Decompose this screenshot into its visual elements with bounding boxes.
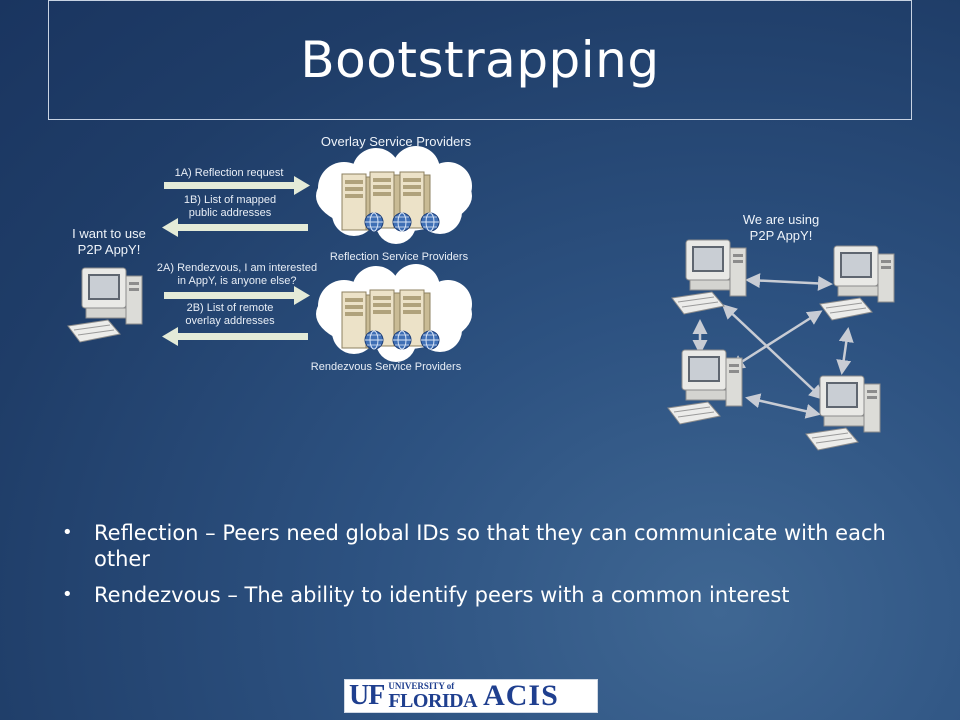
arrow-2b-label-1: 2B) List of remote <box>187 302 274 314</box>
logo-university-of: UNIVERSITY of <box>388 680 455 691</box>
bullet-text: Reflection – Peers need global IDs so th… <box>94 521 886 571</box>
bullet-icon: • <box>62 522 73 543</box>
logo-florida: FLORIDA <box>388 689 478 712</box>
overlay-label: Overlay Service Providers <box>321 134 472 149</box>
slide-title: Bootstrapping <box>300 31 660 89</box>
arrow-1a-label: 1A) Reflection request <box>175 167 284 179</box>
rendezvous-cloud <box>316 264 472 362</box>
bullet-text: Rendezvous – The ability to identify pee… <box>94 583 790 607</box>
arrow-2a-label-1: 2A) Rendezvous, I am interested <box>157 262 317 274</box>
peers-label-1: We are using <box>743 212 819 227</box>
reflection-cloud <box>316 146 472 244</box>
user-label-1: I want to use <box>72 226 146 241</box>
peer-computer-icon <box>819 245 895 321</box>
arrow-1a <box>164 176 310 195</box>
logo-uf: UF <box>349 680 385 711</box>
arrow-1b-label-2: public addresses <box>189 207 272 219</box>
bullet-list: • Reflection – Peers need global IDs so t… <box>62 520 902 618</box>
peers-label-2: P2P AppY! <box>750 228 813 243</box>
bullet-icon: • <box>62 584 73 605</box>
peer-computer-icon <box>671 239 747 315</box>
logo-acis: ACIS <box>483 679 559 712</box>
bullet-item: • Rendezvous – The ability to identify pe… <box>62 582 902 608</box>
title-box: Bootstrapping <box>48 0 912 120</box>
user-computer-icon <box>67 267 143 343</box>
user-label-2: P2P AppY! <box>78 242 141 257</box>
arrow-2a <box>164 286 310 305</box>
arrow-1b <box>162 218 308 237</box>
uf-acis-logo: UF UNIVERSITY of FLORIDA ACIS <box>344 679 598 713</box>
logo-university: UNIVERSITY of FLORIDA <box>388 680 478 712</box>
arrow-2a-label-2: in AppY, is anyone else? <box>177 275 296 287</box>
arrow-2b-label-2: overlay addresses <box>185 315 275 327</box>
arrow-2b <box>162 327 308 346</box>
peer-computer-icon <box>667 349 743 425</box>
reflection-label: Reflection Service Providers <box>330 251 469 263</box>
bullet-item: • Reflection – Peers need global IDs so t… <box>62 520 902 572</box>
peer-connections <box>692 273 854 419</box>
rendezvous-label: Rendezvous Service Providers <box>311 361 462 373</box>
arrow-1b-label-1: 1B) List of mapped <box>184 194 276 206</box>
